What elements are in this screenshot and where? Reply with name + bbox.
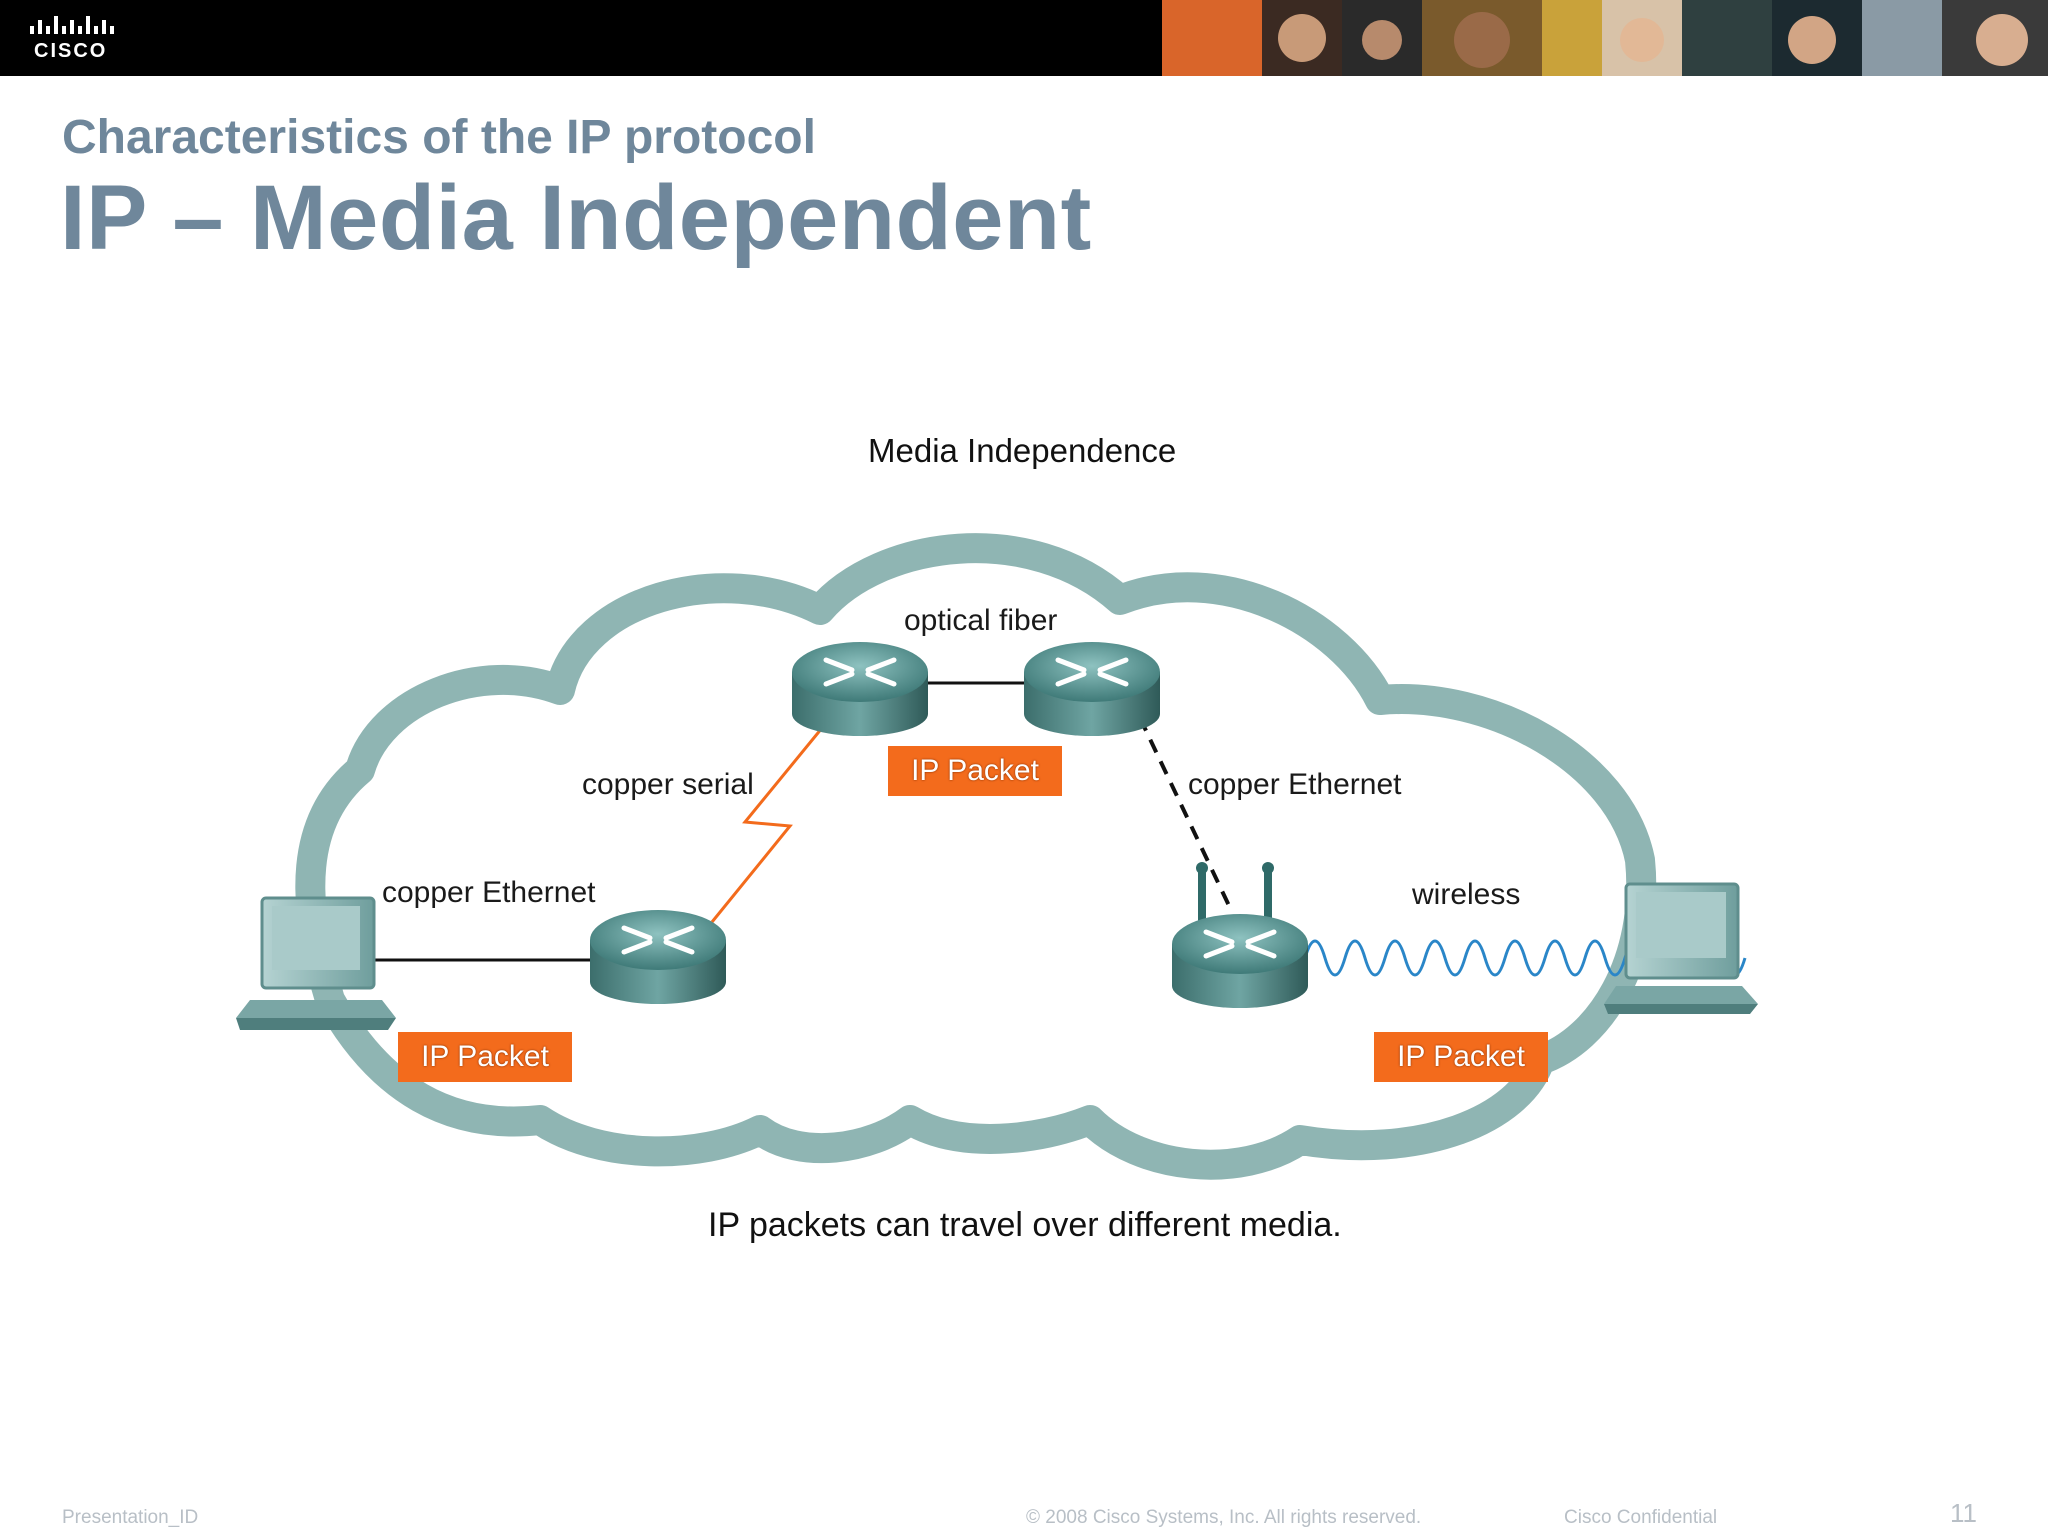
footer-copyright: © 2008 Cisco Systems, Inc. All rights re…: [1026, 1507, 1422, 1528]
label-optical-fiber: optical fiber: [904, 604, 1058, 637]
ip-packet-top: IP Packet: [888, 746, 1062, 796]
wireless-router: [1172, 862, 1308, 1008]
label-wireless: wireless: [1412, 878, 1521, 911]
network-cloud: [295, 533, 1657, 1180]
top-banner: CISCO: [0, 0, 2048, 76]
page-number: 11: [1950, 1498, 1977, 1528]
diagram-title: Media Independence: [868, 432, 1177, 469]
label-copper-serial: copper serial: [582, 768, 754, 801]
computer-right: [1604, 882, 1758, 1014]
router-top-right: [1024, 642, 1160, 736]
label-copper-ethernet-right: copper Ethernet: [1188, 768, 1402, 801]
diagram-caption: IP packets can travel over different med…: [708, 1206, 1342, 1244]
computer-left: [236, 896, 396, 1030]
router-top-left: [792, 642, 928, 736]
slide-title: IP – Media Independent: [60, 167, 1092, 269]
slide-subtitle: Characteristics of the IP protocol: [62, 111, 816, 164]
label-copper-ethernet-left: copper Ethernet: [382, 876, 596, 909]
people-photo-strip: [1162, 0, 2048, 76]
logo-wordmark: CISCO: [34, 40, 108, 62]
copper-ethernet-link-right: [1138, 717, 1234, 913]
router-bottom-left: [590, 910, 726, 1004]
cisco-logo: [30, 16, 114, 34]
footer-presentation-id: Presentation_ID: [62, 1507, 199, 1528]
ip-packet-right: IP Packet: [1374, 1032, 1548, 1082]
copper-serial-link: [710, 727, 824, 923]
ip-packet-left: IP Packet: [398, 1032, 572, 1082]
footer-confidential: Cisco Confidential: [1564, 1507, 1718, 1528]
